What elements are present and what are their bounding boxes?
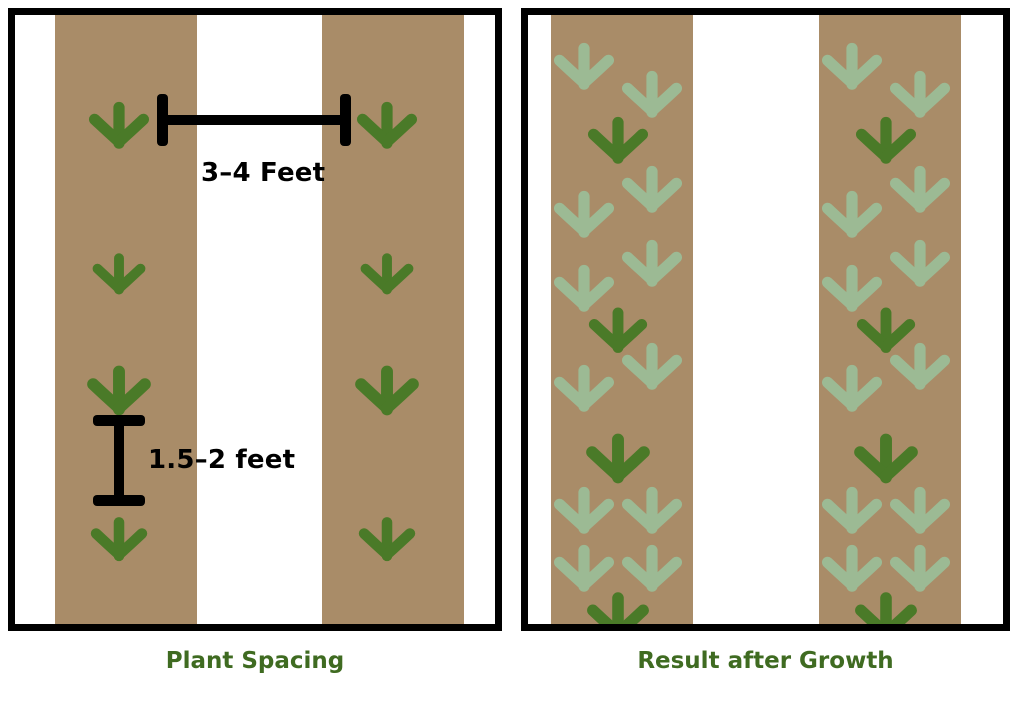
plant-icon-mature [352, 352, 422, 422]
caption-plant-spacing: Plant Spacing [165, 648, 345, 674]
plant-icon-foliage [619, 153, 685, 219]
dimension-end-cap-left [157, 94, 168, 146]
plant-icon-foliage [819, 178, 885, 244]
dimension-bar [159, 115, 349, 125]
plant-icon-foliage [887, 532, 953, 598]
plant-icon-foliage [887, 227, 953, 293]
plant-icon-foliage [619, 532, 685, 598]
plant-icon-foliage [887, 330, 953, 396]
plant-icon-mature [854, 295, 918, 359]
caption-result-after-growth: Result after Growth [637, 648, 894, 674]
plant-icon-mature [586, 295, 650, 359]
plant-icon-foliage [551, 474, 617, 540]
plant-icon-mature [585, 104, 651, 170]
plant-icon-foliage [887, 153, 953, 219]
plant-icon-foliage [819, 352, 885, 418]
plant-icon-foliage [551, 178, 617, 244]
plant-icon-mature [86, 89, 152, 155]
plant-icon-mature [853, 104, 919, 170]
plant-icon-mature [84, 352, 154, 422]
dimension-label-vertical-plant-spacing: 1.5–2 feet [148, 445, 296, 475]
plant-icon-foliage [819, 252, 885, 318]
dimension-end-cap-bottom [93, 495, 145, 506]
dimension-label-horizontal-row-spacing: 3–4 Feet [201, 158, 326, 188]
plant-icon-foliage [887, 58, 953, 124]
plant-icon-foliage [551, 532, 617, 598]
plant-icon-foliage [619, 227, 685, 293]
dimension-end-cap-top [93, 415, 145, 426]
plant-icon-foliage [819, 30, 885, 96]
plant-icon-foliage [819, 532, 885, 598]
plant-icon-foliage [619, 474, 685, 540]
plant-icon-mature [584, 579, 652, 624]
plant-icon-foliage [619, 58, 685, 124]
plant-icon-mature [88, 505, 150, 567]
plant-icon-foliage [551, 30, 617, 96]
plant-icon-mature [354, 89, 420, 155]
plant-icon-foliage [819, 474, 885, 540]
plant-icon-mature [852, 579, 920, 624]
panel-result-after-growth [521, 8, 1010, 631]
plant-icon-mature [90, 242, 148, 300]
plant-icon-foliage [887, 474, 953, 540]
panel-result-after-growth-content [528, 15, 1003, 624]
plant-icon-mature [358, 242, 416, 300]
dimension-bar [114, 418, 124, 503]
panel-plant-spacing: 3–4 Feet 1.5–2 feet [8, 8, 502, 631]
panel-plant-spacing-content: 3–4 Feet 1.5–2 feet [15, 15, 495, 624]
dimension-end-cap-right [340, 94, 351, 146]
plant-icon-mature [851, 420, 921, 490]
plant-icon-foliage [551, 352, 617, 418]
plant-icon-foliage [551, 252, 617, 318]
plant-icon-mature [356, 505, 418, 567]
plant-icon-mature [583, 420, 653, 490]
plant-icon-foliage [619, 330, 685, 396]
